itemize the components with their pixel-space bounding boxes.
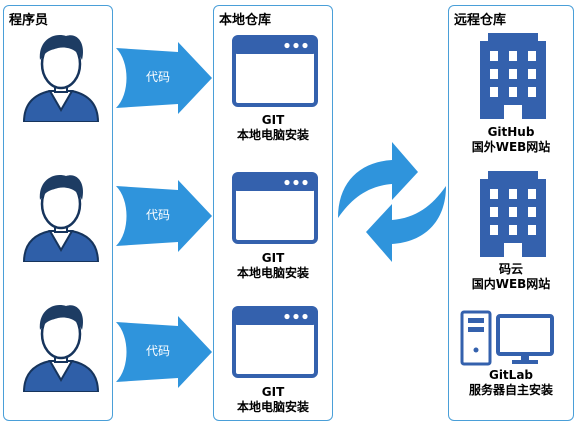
programmer-avatar-icon [22,35,100,122]
browser-window-icon [232,35,318,107]
browser-window-icon [232,172,318,244]
code-arrow-icon [116,42,212,114]
browser-window-icon [232,306,318,378]
programmer-avatar-icon [22,175,100,262]
code-arrow-label: 代码 [145,344,170,358]
local-repo-caption: GIT 本地电脑安装 [236,385,309,414]
remote-repo-title: 远程仓库 [454,13,507,28]
gitee-caption: 码云 国内WEB网站 [471,262,551,291]
github-caption: GitHub 国外WEB网站 [471,125,551,154]
programmer-avatar-icon [22,305,100,392]
code-arrow-icon [116,316,212,388]
local-repo-caption: GIT 本地电脑安装 [236,251,309,280]
code-arrow-icon [116,180,212,252]
building-icon [480,171,546,257]
building-icon [480,33,546,119]
programmers-title: 程序员 [9,13,49,28]
code-arrow-label: 代码 [145,208,170,222]
server-computer-icon [460,310,554,366]
local-repo-title: 本地仓库 [219,13,272,28]
code-arrow-label: 代码 [145,70,170,84]
sync-arrows-icon [338,142,446,262]
gitlab-caption: GitLab 服务器自主安装 [468,368,553,397]
local-repo-caption: GIT 本地电脑安装 [236,113,309,142]
